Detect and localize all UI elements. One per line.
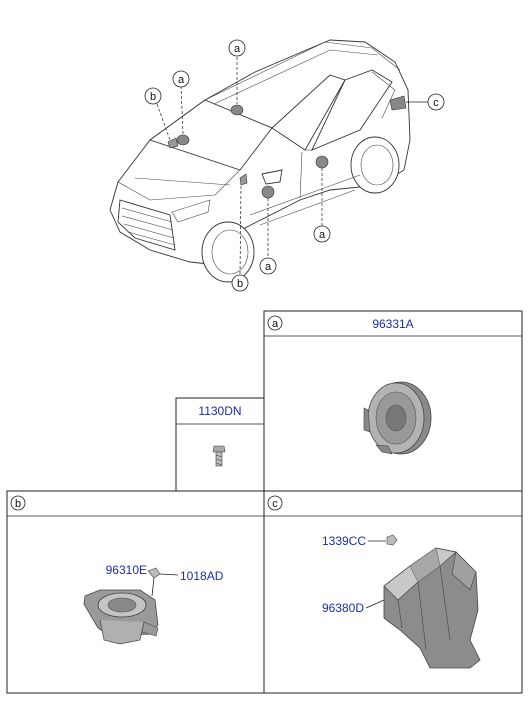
callout-a-dash: a: [172, 70, 190, 88]
speaker-96331A: [363, 381, 432, 455]
svg-text:c: c: [433, 97, 439, 109]
part-1018AD-label: 1018AD: [180, 569, 224, 583]
part-96310E-label: 96310E: [106, 563, 147, 577]
svg-text:b: b: [237, 278, 243, 290]
callout-a-front-door: a: [259, 257, 277, 275]
screw-1130DN: [212, 445, 226, 467]
svg-text:a: a: [234, 43, 241, 55]
svg-text:a: a: [265, 261, 272, 273]
subwoofer-96380D: [365, 547, 481, 669]
leader-lines: [156, 57, 428, 276]
nut-1339CC: [368, 534, 398, 546]
svg-text:b: b: [150, 91, 156, 103]
callout-b-dash: b: [144, 87, 162, 105]
section-c-box: c: [263, 490, 523, 694]
section-screw-box: 1130DN: [175, 397, 265, 492]
vehicle-illustration: [109, 39, 411, 283]
part-96331A-label: 96331A: [372, 317, 413, 331]
part-96380D-label: 96380D: [322, 601, 364, 615]
tweeter-96310E: [83, 589, 159, 645]
svg-text:a: a: [178, 74, 185, 86]
svg-text:c: c: [272, 498, 278, 510]
callout-a-roof: a: [228, 39, 246, 57]
svg-text:a: a: [272, 318, 279, 330]
callout-a-rear-door: a: [313, 225, 331, 243]
part-1130DN-label: 1130DN: [198, 404, 241, 418]
part-1339CC-label: 1339CC: [322, 534, 366, 548]
callout-b-pillar: b: [231, 274, 249, 292]
svg-text:a: a: [319, 229, 326, 241]
svg-text:b: b: [15, 498, 21, 510]
clip-1018AD: [147, 567, 179, 597]
callout-c-rear: c: [427, 93, 445, 111]
